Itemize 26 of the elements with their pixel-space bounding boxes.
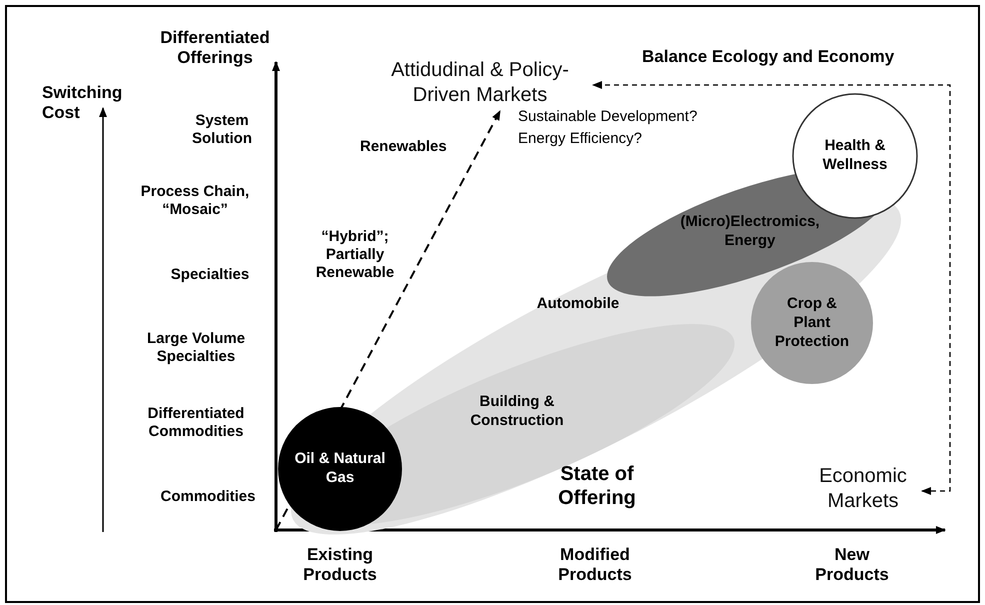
axis-tick-label: System Solution — [191, 112, 253, 148]
axis-label: State of Offering — [557, 462, 637, 510]
dashed-arrow — [275, 110, 501, 530]
annotation-label: “Hybrid”; Partially Renewable — [314, 228, 396, 282]
segment-label: Building & Construction — [469, 392, 565, 430]
axis-tick-label: Commodities — [159, 488, 256, 506]
axis-tick-label: Specialties — [170, 266, 250, 284]
axis-label: Switching Cost — [42, 83, 124, 124]
market-label: Attidudinal & Policy-Driven Markets — [370, 58, 590, 108]
axis-tick-label: Large Volume Specialties — [146, 330, 246, 366]
segment-label: Oil & Natural Gas — [294, 450, 386, 488]
axis-tick-label: Existing Products — [302, 545, 378, 586]
segment-label: (Micro)Electromics, Energy — [679, 212, 821, 250]
annotation-text: Sustainable Development? Energy Efficiency? — [518, 107, 698, 149]
segment-label: Automobile — [536, 295, 620, 314]
axis-tick-label: New Products — [814, 545, 890, 586]
segment-label: Health & Wellness — [822, 137, 888, 174]
axis-tick-label: Differentiated Commodities — [146, 405, 246, 441]
edge-label: Balance Ecology and Economy — [640, 47, 896, 68]
axis-tick-label: Modified Products — [557, 545, 633, 586]
axis-tick-label: Process Chain, “Mosaic” — [140, 183, 250, 219]
market-label: Economic Markets — [807, 464, 919, 514]
segment-label: Crop & Plant Protection — [774, 295, 850, 352]
dashed-arrow — [592, 81, 951, 495]
annotation-label: Renewables — [360, 138, 448, 156]
axis-label: Differentiated Offerings — [159, 28, 271, 69]
